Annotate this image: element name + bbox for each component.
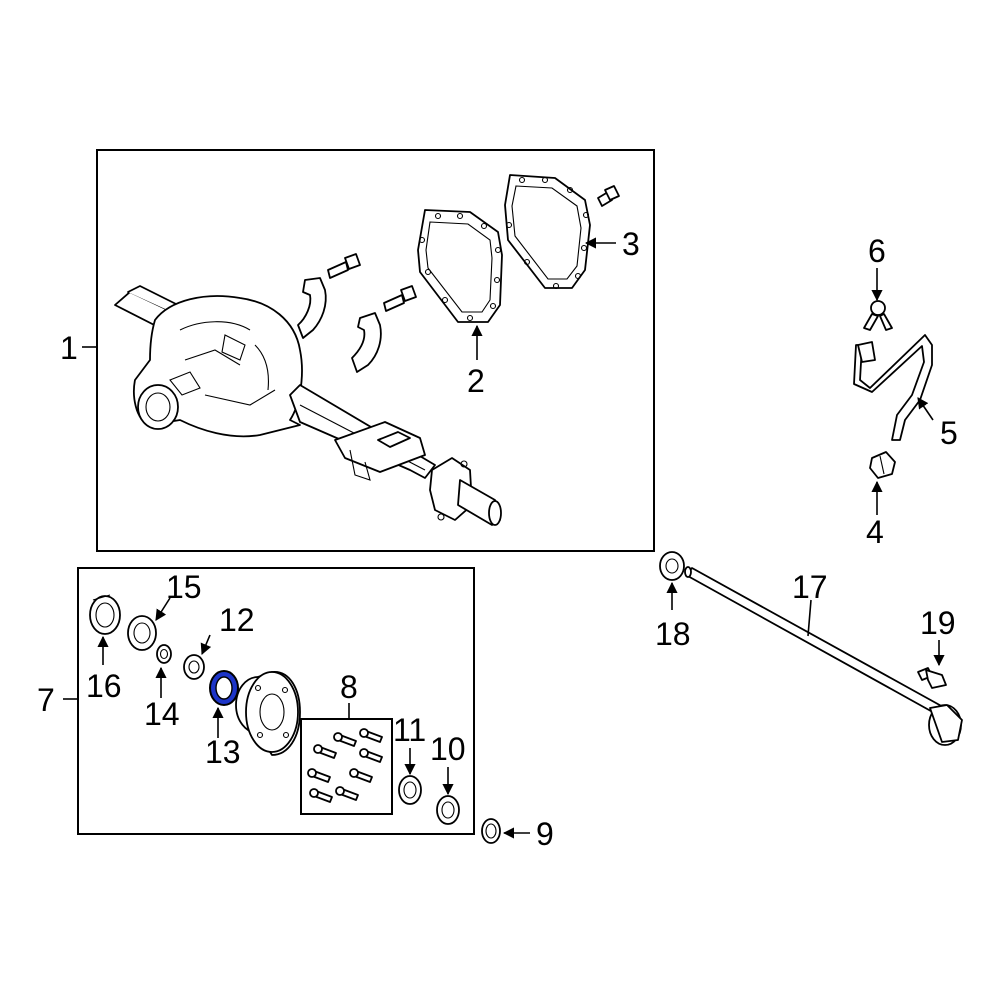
cap-bolt-part[interactable] xyxy=(327,253,417,312)
callout-2: 2 xyxy=(467,363,485,399)
callout-13: 13 xyxy=(205,734,241,770)
vent-cap-part[interactable] xyxy=(863,300,893,331)
bearing-cap-part[interactable] xyxy=(297,277,382,373)
vent-fitting-part[interactable] xyxy=(869,451,896,479)
shaft-bolt-part[interactable] xyxy=(917,667,947,689)
axle-housing-group-box xyxy=(96,149,655,552)
axle-housing-part[interactable] xyxy=(114,285,502,526)
callout-3: 3 xyxy=(622,226,640,262)
callout-9: 9 xyxy=(536,816,554,852)
callout-11: 11 xyxy=(393,712,426,748)
callout-14: 14 xyxy=(144,696,180,732)
vent-hose-part[interactable] xyxy=(853,334,933,441)
callout-10: 10 xyxy=(430,731,466,767)
callout-15: 15 xyxy=(166,569,202,605)
ring-14-part[interactable] xyxy=(156,644,172,664)
bearing-11-part[interactable] xyxy=(398,775,422,805)
bearing-15-part[interactable] xyxy=(127,615,157,651)
callout-4: 4 xyxy=(866,514,884,550)
callout-16: 16 xyxy=(86,668,122,704)
differential-cover-part[interactable] xyxy=(504,174,591,290)
callout-17: 17 xyxy=(792,569,828,605)
wheel-hub-part[interactable] xyxy=(235,671,301,756)
axle-shaft-part[interactable] xyxy=(684,566,963,746)
seal-9-part[interactable] xyxy=(481,818,501,844)
callout-6: 6 xyxy=(868,233,886,269)
callout-12: 12 xyxy=(219,602,255,638)
callout-1: 1 xyxy=(60,330,78,366)
callout-19: 19 xyxy=(920,605,956,641)
cover-bolt-part[interactable] xyxy=(597,185,620,207)
wheel-stud-set-part[interactable] xyxy=(307,728,383,803)
callout-18: 18 xyxy=(655,616,691,652)
seal-13-highlighted-part[interactable] xyxy=(209,670,239,706)
bearing-12-part[interactable] xyxy=(183,654,205,680)
seal-18-part[interactable] xyxy=(659,551,685,581)
leader-lines xyxy=(63,237,945,839)
callout-5: 5 xyxy=(940,415,958,451)
cover-gasket-part[interactable] xyxy=(417,209,503,323)
callout-8: 8 xyxy=(340,669,358,705)
bolt-set-box xyxy=(300,718,393,815)
bearing-16-part[interactable] xyxy=(89,594,121,635)
bearing-10-part[interactable] xyxy=(436,795,460,825)
hub-group-box xyxy=(77,567,475,835)
callout-7: 7 xyxy=(37,682,55,718)
